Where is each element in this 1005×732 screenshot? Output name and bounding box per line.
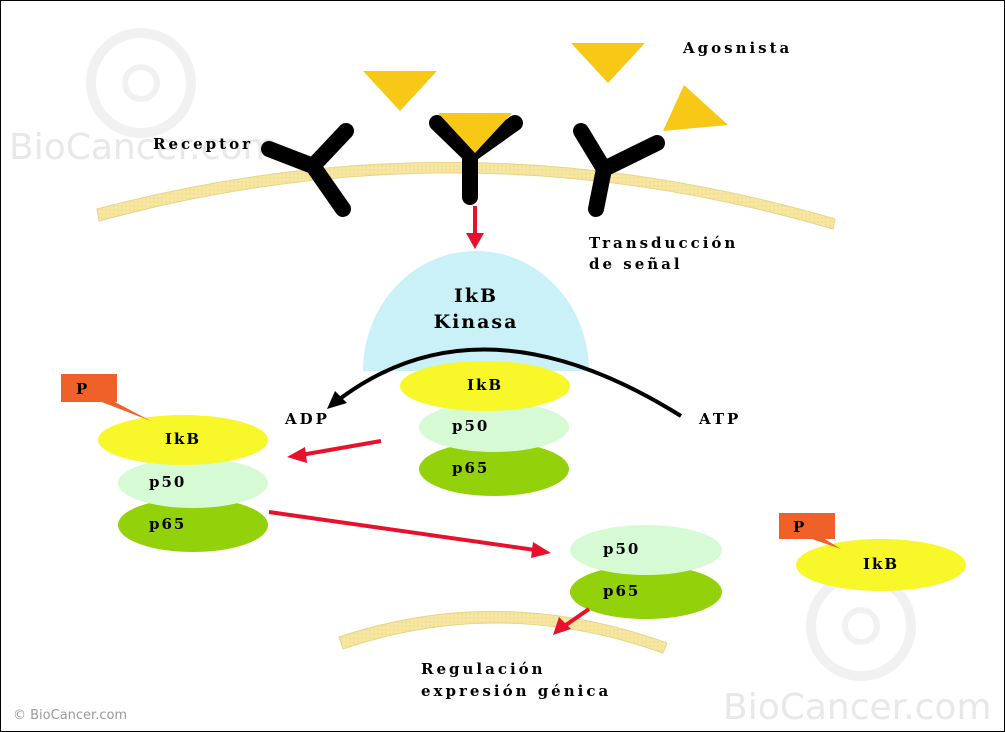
signal-arrow [466,206,484,249]
released-ikb-label: IkB [863,555,899,573]
watermark-logo-top [86,28,196,138]
kinase-label-line1: IkB [454,285,498,307]
right-phosphate-pointer [809,538,841,549]
watermark-brand-top: BioCancer.com [9,127,278,168]
agonist-triangle-2 [571,43,645,83]
center-ikb-label: IkB [467,376,503,394]
adp-label: ADP [284,410,330,428]
left-p50-label: p50 [149,473,186,491]
arrow-to-gene-expression [553,607,591,635]
agonist-triangle-1 [363,71,437,111]
right-phosphate-tag [779,513,835,539]
transduction-label-line2: de señal [589,255,683,273]
receptor-label: Receptor [153,135,253,153]
free-p50 [570,525,722,575]
center-p50-label: p50 [452,417,489,435]
free-p50-label: p50 [603,540,640,558]
left-ikb [98,415,268,465]
free-p65 [570,565,722,619]
left-p65-label: p65 [149,515,186,533]
agonist-triangle-3 [663,85,728,131]
center-p65 [419,442,569,496]
released-ikb [796,539,966,591]
left-p50 [118,458,268,508]
ikb-kinase-dome [363,251,589,371]
nuclear-membrane [338,610,668,654]
left-p65 [118,498,268,552]
kinase-label-line2: Kinasa [434,311,519,333]
left-phosphate-pointer [99,401,151,421]
left-phosphate-label: P [76,380,89,398]
arrow-to-nucleus-complex [268,510,551,558]
agonist-triangle-bound [438,113,512,153]
atp-adp-arc [327,347,683,418]
receptor-right [573,123,665,217]
regulation-label-line1: Regulación [421,660,546,678]
atp-label: ATP [698,410,741,428]
center-p50 [419,402,569,452]
receptor-left [261,123,354,217]
arrow-to-phosphorylated [287,439,382,463]
agonist-label: Agosnista [682,39,792,57]
left-ikb-label: IkB [165,430,201,448]
watermark-logo-bottom [806,571,916,681]
right-phosphate-label: P [793,518,806,536]
transduction-label-line1: Transducción [589,234,738,252]
left-phosphate-tag [61,374,117,402]
watermark-brand-bottom: BioCancer.com [723,687,992,728]
regulation-label-line2: expresión génica [421,682,611,700]
center-p65-label: p65 [452,459,489,477]
free-p65-label: p65 [603,582,640,600]
copyright-notice: © BioCancer.com [13,708,127,723]
center-ikb [400,361,570,411]
